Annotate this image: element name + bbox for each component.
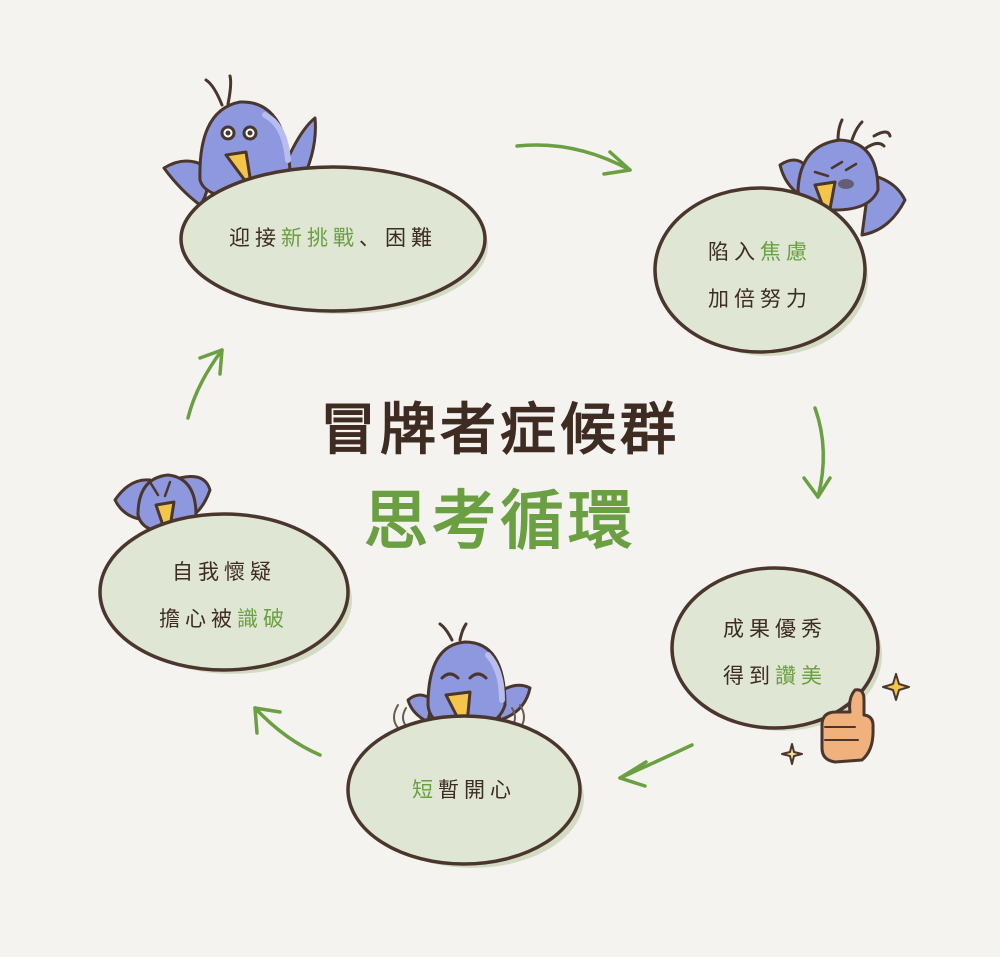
text-plain: 陷入 (708, 240, 760, 264)
text-highlight: 短 (412, 778, 438, 802)
bubble-happy-text: 短暫開心 (364, 767, 564, 814)
text-plain: 加倍努力 (708, 287, 812, 311)
bubble-shapes (98, 165, 882, 868)
bubble-doubt-text: 自我懷疑 擔心被識破 (124, 549, 324, 643)
text-highlight: 識破 (237, 607, 289, 631)
arrow-down-icon (802, 406, 832, 499)
bubble-praise-text: 成果優秀 得到讚美 (675, 606, 875, 700)
page-title: 冒牌者症候群 (320, 398, 680, 463)
bubble-line: 陷入焦慮 (660, 229, 860, 276)
bubble-challenge-text: 迎接新挑戰、困難 (183, 215, 483, 262)
bubble-line: 得到讚美 (675, 653, 875, 700)
bubble-line: 自我懷疑 (124, 549, 324, 596)
bubble-line: 短暫開心 (364, 767, 564, 814)
arrow-right-icon (515, 143, 632, 176)
bubble-line: 加倍努力 (660, 276, 860, 323)
text-plain: 自我懷疑 (172, 560, 276, 584)
text-plain: 成果優秀 (723, 617, 827, 641)
thumbs-up-icon (820, 688, 875, 764)
arrow-up-icon (186, 348, 224, 420)
text-highlight: 讚美 (775, 664, 827, 688)
text-plain: 、困難 (359, 226, 437, 250)
arrow-left-icon (253, 706, 322, 757)
arrow-down-left-icon (618, 743, 694, 788)
text-plain: 擔心被 (159, 607, 237, 631)
bubble-line: 成果優秀 (675, 606, 875, 653)
bird-happy-icon (406, 622, 532, 736)
text-highlight: 焦慮 (760, 240, 812, 264)
bubble-line: 迎接新挑戰、困難 (183, 215, 483, 262)
bubble-line: 擔心被識破 (124, 596, 324, 643)
bird-worried-icon (778, 118, 907, 237)
text-plain: 得到 (723, 664, 775, 688)
text-highlight: 新挑戰 (281, 226, 359, 250)
sparkle-icon (781, 673, 910, 765)
page-subtitle: 思考循環 (364, 485, 636, 559)
text-plain: 迎接 (229, 226, 281, 250)
bubble-anxiety-text: 陷入焦慮 加倍努力 (660, 229, 860, 323)
text-plain: 暫開心 (438, 778, 516, 802)
